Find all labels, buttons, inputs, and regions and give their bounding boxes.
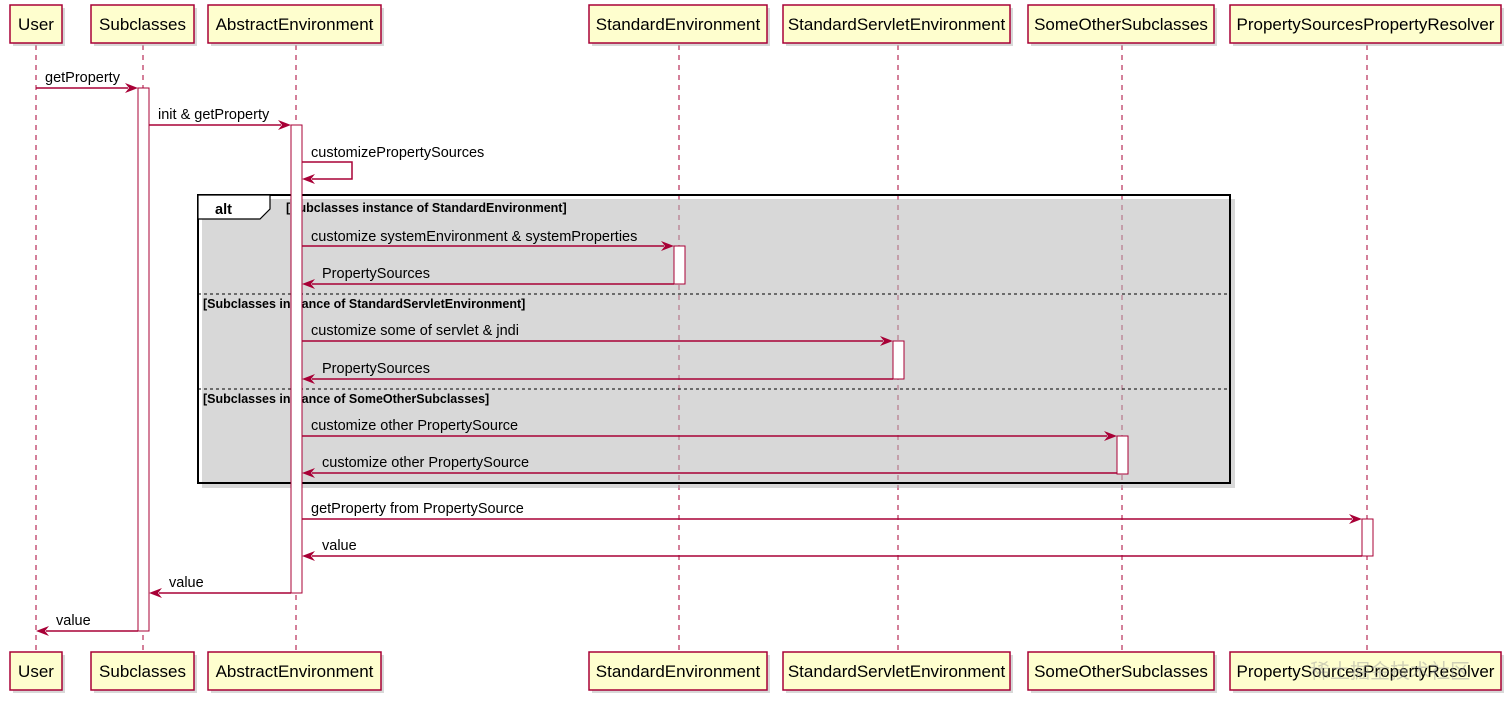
message-customize-system-environment: customize systemEnvironment & systemProp… [302,229,674,251]
activation-some-other-subclasses [1116,435,1129,475]
svg-text:StandardEnvironment: StandardEnvironment [596,662,761,681]
participants-bottom: User Subclasses AbstractEnvironment Stan… [9,651,1504,693]
svg-text:StandardEnvironment: StandardEnvironment [596,15,761,34]
participant-user-bottom: User [9,651,65,693]
message-label: customize other PropertySource [322,455,529,471]
alt-guard-3: [Subclasses instance of SomeOtherSubclas… [203,392,489,406]
participant-abstract-environment-bottom: AbstractEnvironment [207,651,384,693]
message-label: PropertySources [322,361,430,377]
svg-text:Subclasses: Subclasses [99,15,186,34]
activation-standard-environment [673,245,686,285]
message-label: customize some of servlet & jndi [311,323,519,339]
participant-subclasses-bottom: Subclasses [90,651,197,693]
activation-abstract-environment [290,124,303,594]
message-label: value [322,538,357,554]
svg-text:StandardServletEnvironment: StandardServletEnvironment [788,15,1006,34]
alt-guard-1: [Subclasses instance of StandardEnvironm… [286,201,567,215]
alt-fragment: alt [Subclasses instance of StandardEnvi… [197,194,1235,488]
activations [137,87,1374,632]
participant-user-top: User [9,4,65,46]
participant-standard-servlet-environment-top: StandardServletEnvironment [782,4,1013,46]
participant-subclasses-top: Subclasses [90,4,197,46]
participant-property-resolver-top: PropertySourcesPropertyResolver [1229,4,1504,46]
svg-text:StandardServletEnvironment: StandardServletEnvironment [788,662,1006,681]
message-customize-other-property-source: customize other PropertySource [302,418,1117,441]
message-init-and-get-property: init & getProperty [149,107,291,130]
svg-text:AbstractEnvironment: AbstractEnvironment [216,15,374,34]
svg-text:SomeOtherSubclasses: SomeOtherSubclasses [1034,662,1208,681]
participant-some-other-subclasses-bottom: SomeOtherSubclasses [1027,651,1217,693]
alt-tab [197,194,271,220]
svg-text:SomeOtherSubclasses: SomeOtherSubclasses [1034,15,1208,34]
message-label: value [56,613,91,629]
svg-text:PropertySourcesPropertyResolve: PropertySourcesPropertyResolver [1237,15,1495,34]
svg-text:User: User [18,662,54,681]
svg-text:PropertySourcesPropertyResolve: PropertySourcesPropertyResolver [1237,662,1495,681]
message-label: init & getProperty [158,107,270,123]
participant-standard-environment-top: StandardEnvironment [588,4,770,46]
message-label: customize systemEnvironment & systemProp… [311,229,637,245]
message-property-sources-return-2: PropertySources [302,361,893,384]
message-customize-property-sources: customizePropertySources [302,145,484,184]
participants-top: User Subclasses AbstractEnvironment Stan… [9,4,1504,46]
message-customize-servlet-jndi: customize some of servlet & jndi [302,323,893,346]
message-label: value [169,575,204,591]
participant-standard-environment-bottom: StandardEnvironment [588,651,770,693]
message-label: PropertySources [322,266,430,282]
message-label: customize other PropertySource [311,418,518,434]
participant-abstract-environment-top: AbstractEnvironment [207,4,384,46]
message-get-property-from-source: getProperty from PropertySource [302,501,1362,524]
alt-guard-2: [Subclasses instance of StandardServletE… [203,297,525,311]
message-get-property: getProperty [36,70,138,93]
svg-text:Subclasses: Subclasses [99,662,186,681]
messages: getProperty init & getProperty customize… [36,70,1362,636]
message-label: getProperty [45,70,121,86]
activation-property-resolver [1361,518,1374,557]
alt-keyword: alt [215,202,232,218]
participant-property-resolver-bottom: PropertySourcesPropertyResolver [1229,651,1504,693]
message-label: getProperty from PropertySource [311,501,524,517]
svg-text:AbstractEnvironment: AbstractEnvironment [216,662,374,681]
message-property-sources-return-1: PropertySources [302,266,674,289]
message-label: customizePropertySources [311,145,484,161]
message-customize-other-property-source-return: customize other PropertySource [302,455,1117,478]
participant-standard-servlet-environment-bottom: StandardServletEnvironment [782,651,1013,693]
svg-text:User: User [18,15,54,34]
message-value-return-2: value [149,575,291,598]
activation-subclasses [137,87,150,632]
participant-some-other-subclasses-top: SomeOtherSubclasses [1027,4,1217,46]
watermark: 稀土掘金技术社区 [1310,660,1470,683]
message-value-return-1: value [302,538,1362,561]
activation-standard-servlet-environment [892,340,905,380]
alt-frame [197,194,1231,484]
message-value-return-3: value [36,613,138,636]
